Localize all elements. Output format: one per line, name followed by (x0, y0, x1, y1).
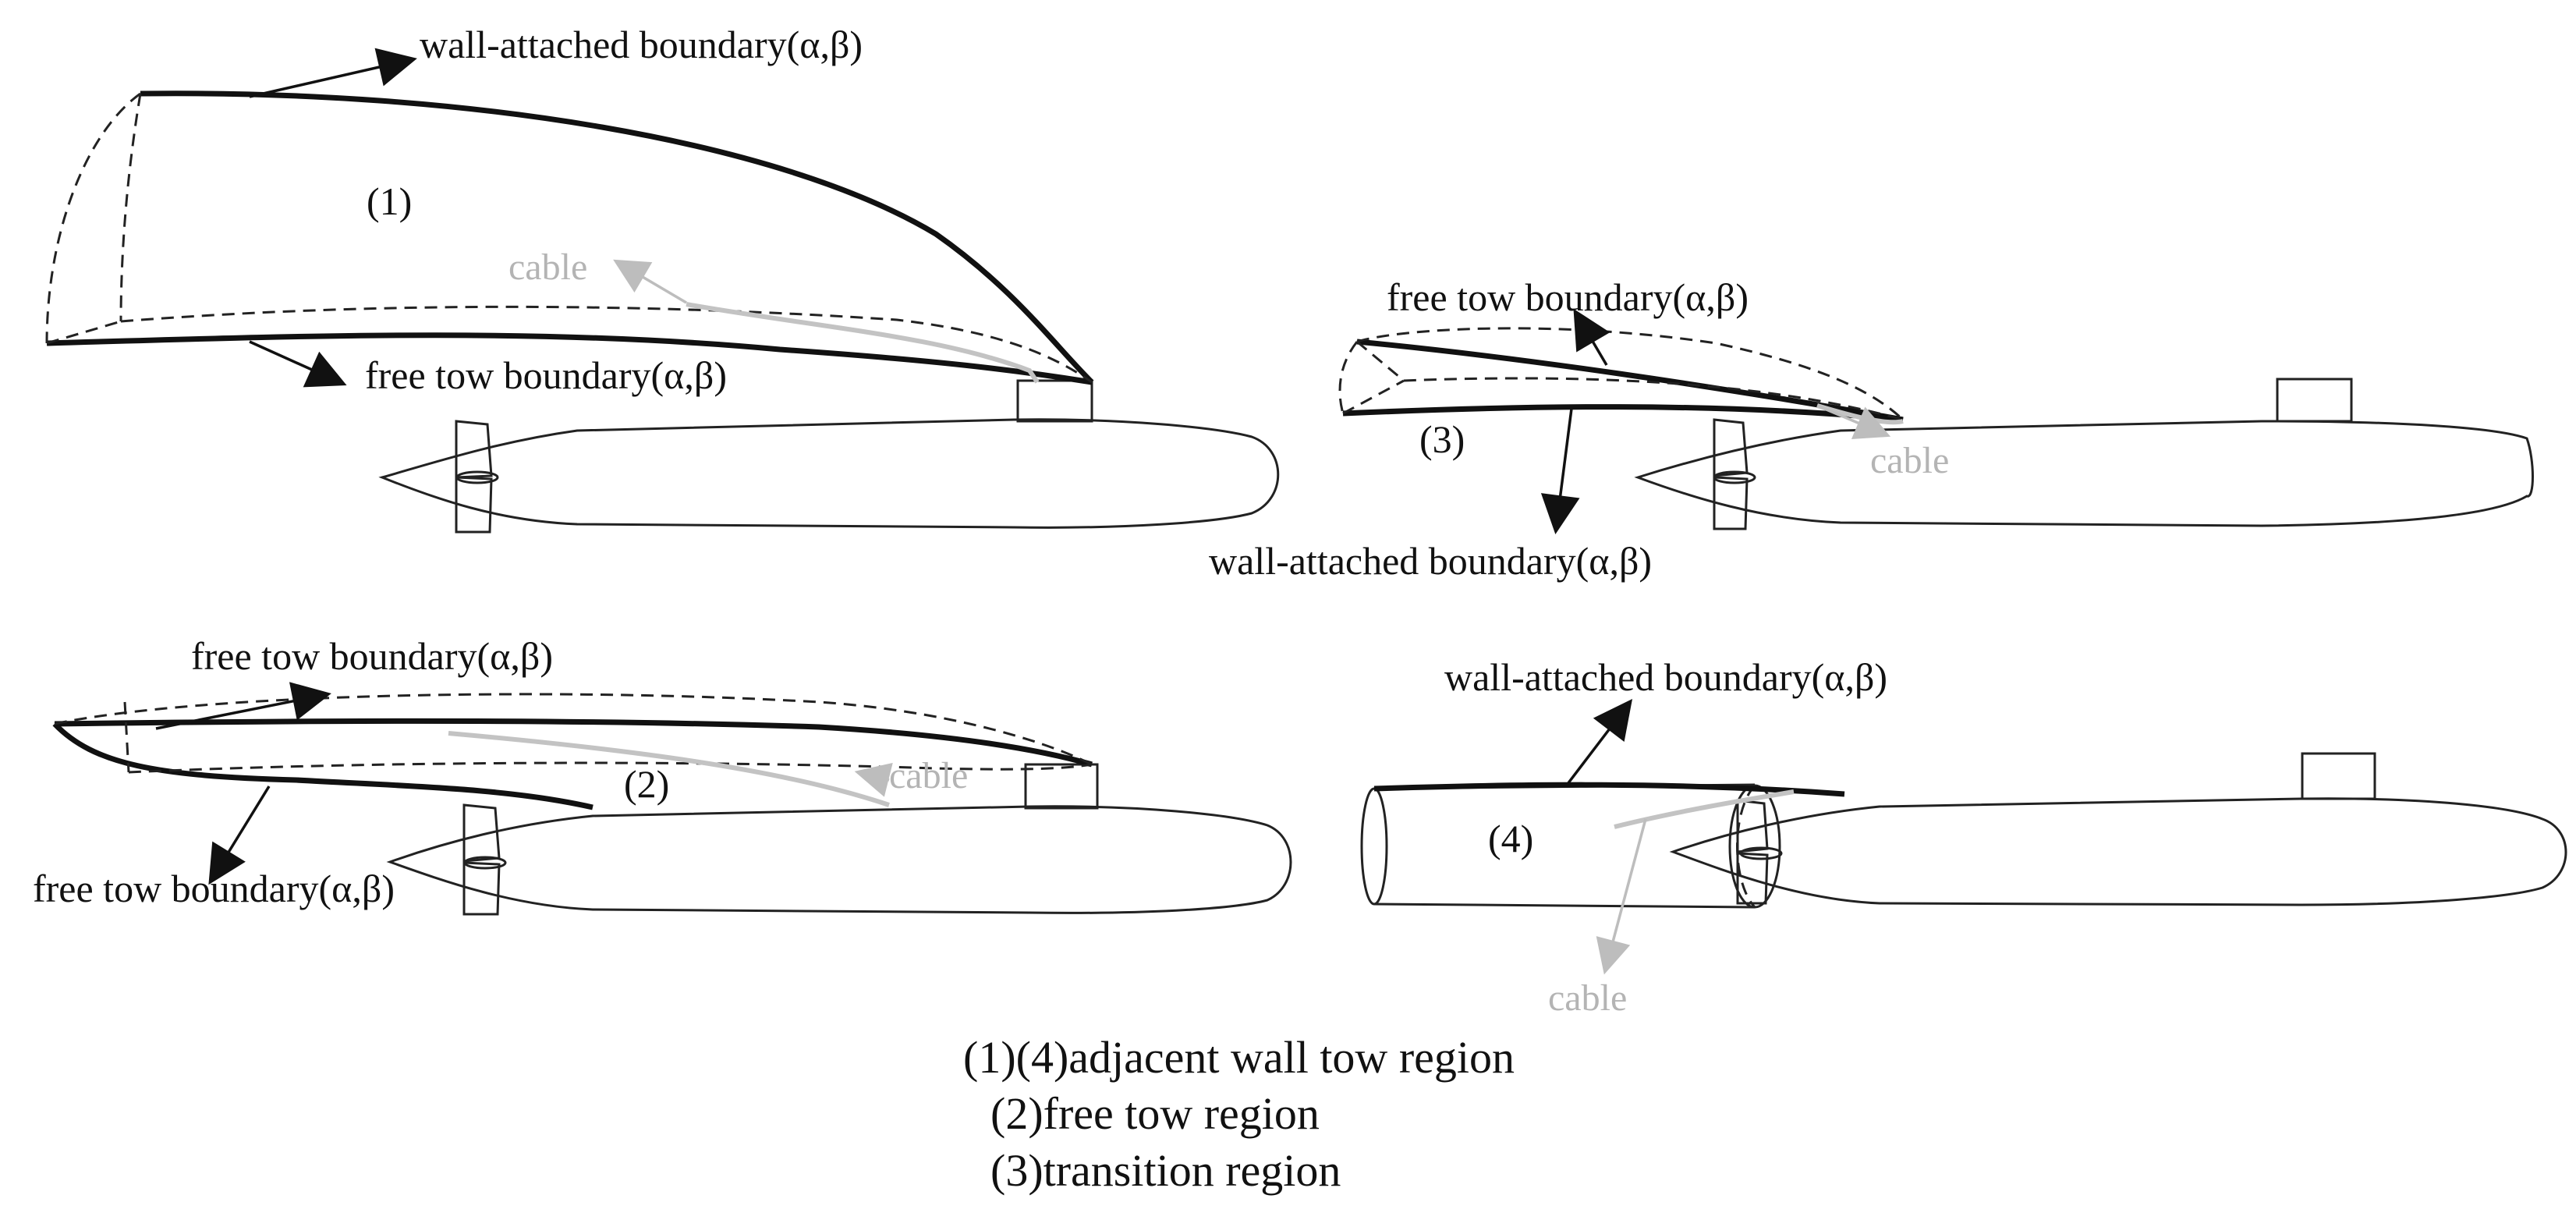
p3-wall-label: wall-attached boundary(α,β) (1209, 539, 1652, 583)
panel-4: wall-attached boundary(α,β) (4) cable (1360, 655, 2567, 1019)
p4-region-label: (4) (1488, 817, 1533, 860)
legend-item-3: (3)transition region (990, 1145, 1341, 1196)
submarine-hull-3 (1634, 378, 2534, 530)
p1-region-label: (1) (367, 179, 412, 223)
panel-1: wall-attached boundary(α,β) free tow bou… (45, 23, 1280, 534)
p2-free-bottom-label: free tow boundary(α,β) (33, 867, 395, 910)
p2-free-top-label: free tow boundary(α,β) (191, 634, 553, 678)
panel-2: free tow boundary(α,β) free tow boundary… (33, 634, 1292, 916)
panel-3: free tow boundary(α,β) wall-attached bou… (1209, 275, 2534, 583)
p1-wall-label: wall-attached boundary(α,β) (420, 23, 863, 66)
p1-free-label: free tow boundary(α,β) (365, 353, 727, 397)
p2-region-label: (2) (624, 762, 669, 806)
p1-cable-label: cable (508, 246, 587, 288)
legend-item-2: (2)free tow region (990, 1088, 1320, 1139)
legend: (1)(4)adjacent wall tow region (2)free t… (963, 1032, 1515, 1196)
tow-region-2 (52, 693, 1093, 810)
tow-region-3 (1338, 327, 1905, 439)
tow-region-4 (1360, 782, 1845, 975)
p4-wall-label: wall-attached boundary(α,β) (1444, 655, 1887, 699)
submarine-hull-1 (378, 379, 1280, 534)
submarine-hull-4 (1669, 752, 2567, 906)
p4-cable-label: cable (1548, 977, 1627, 1019)
submarine-hull-2 (386, 763, 1292, 916)
p2-cable-label: cable (889, 755, 968, 796)
legend-item-1: (1)(4)adjacent wall tow region (963, 1032, 1515, 1083)
p3-cable-label: cable (1870, 440, 1949, 481)
p3-free-label: free tow boundary(α,β) (1387, 275, 1749, 319)
p3-region-label: (3) (1419, 417, 1465, 461)
tow-region-1 (45, 90, 1094, 385)
